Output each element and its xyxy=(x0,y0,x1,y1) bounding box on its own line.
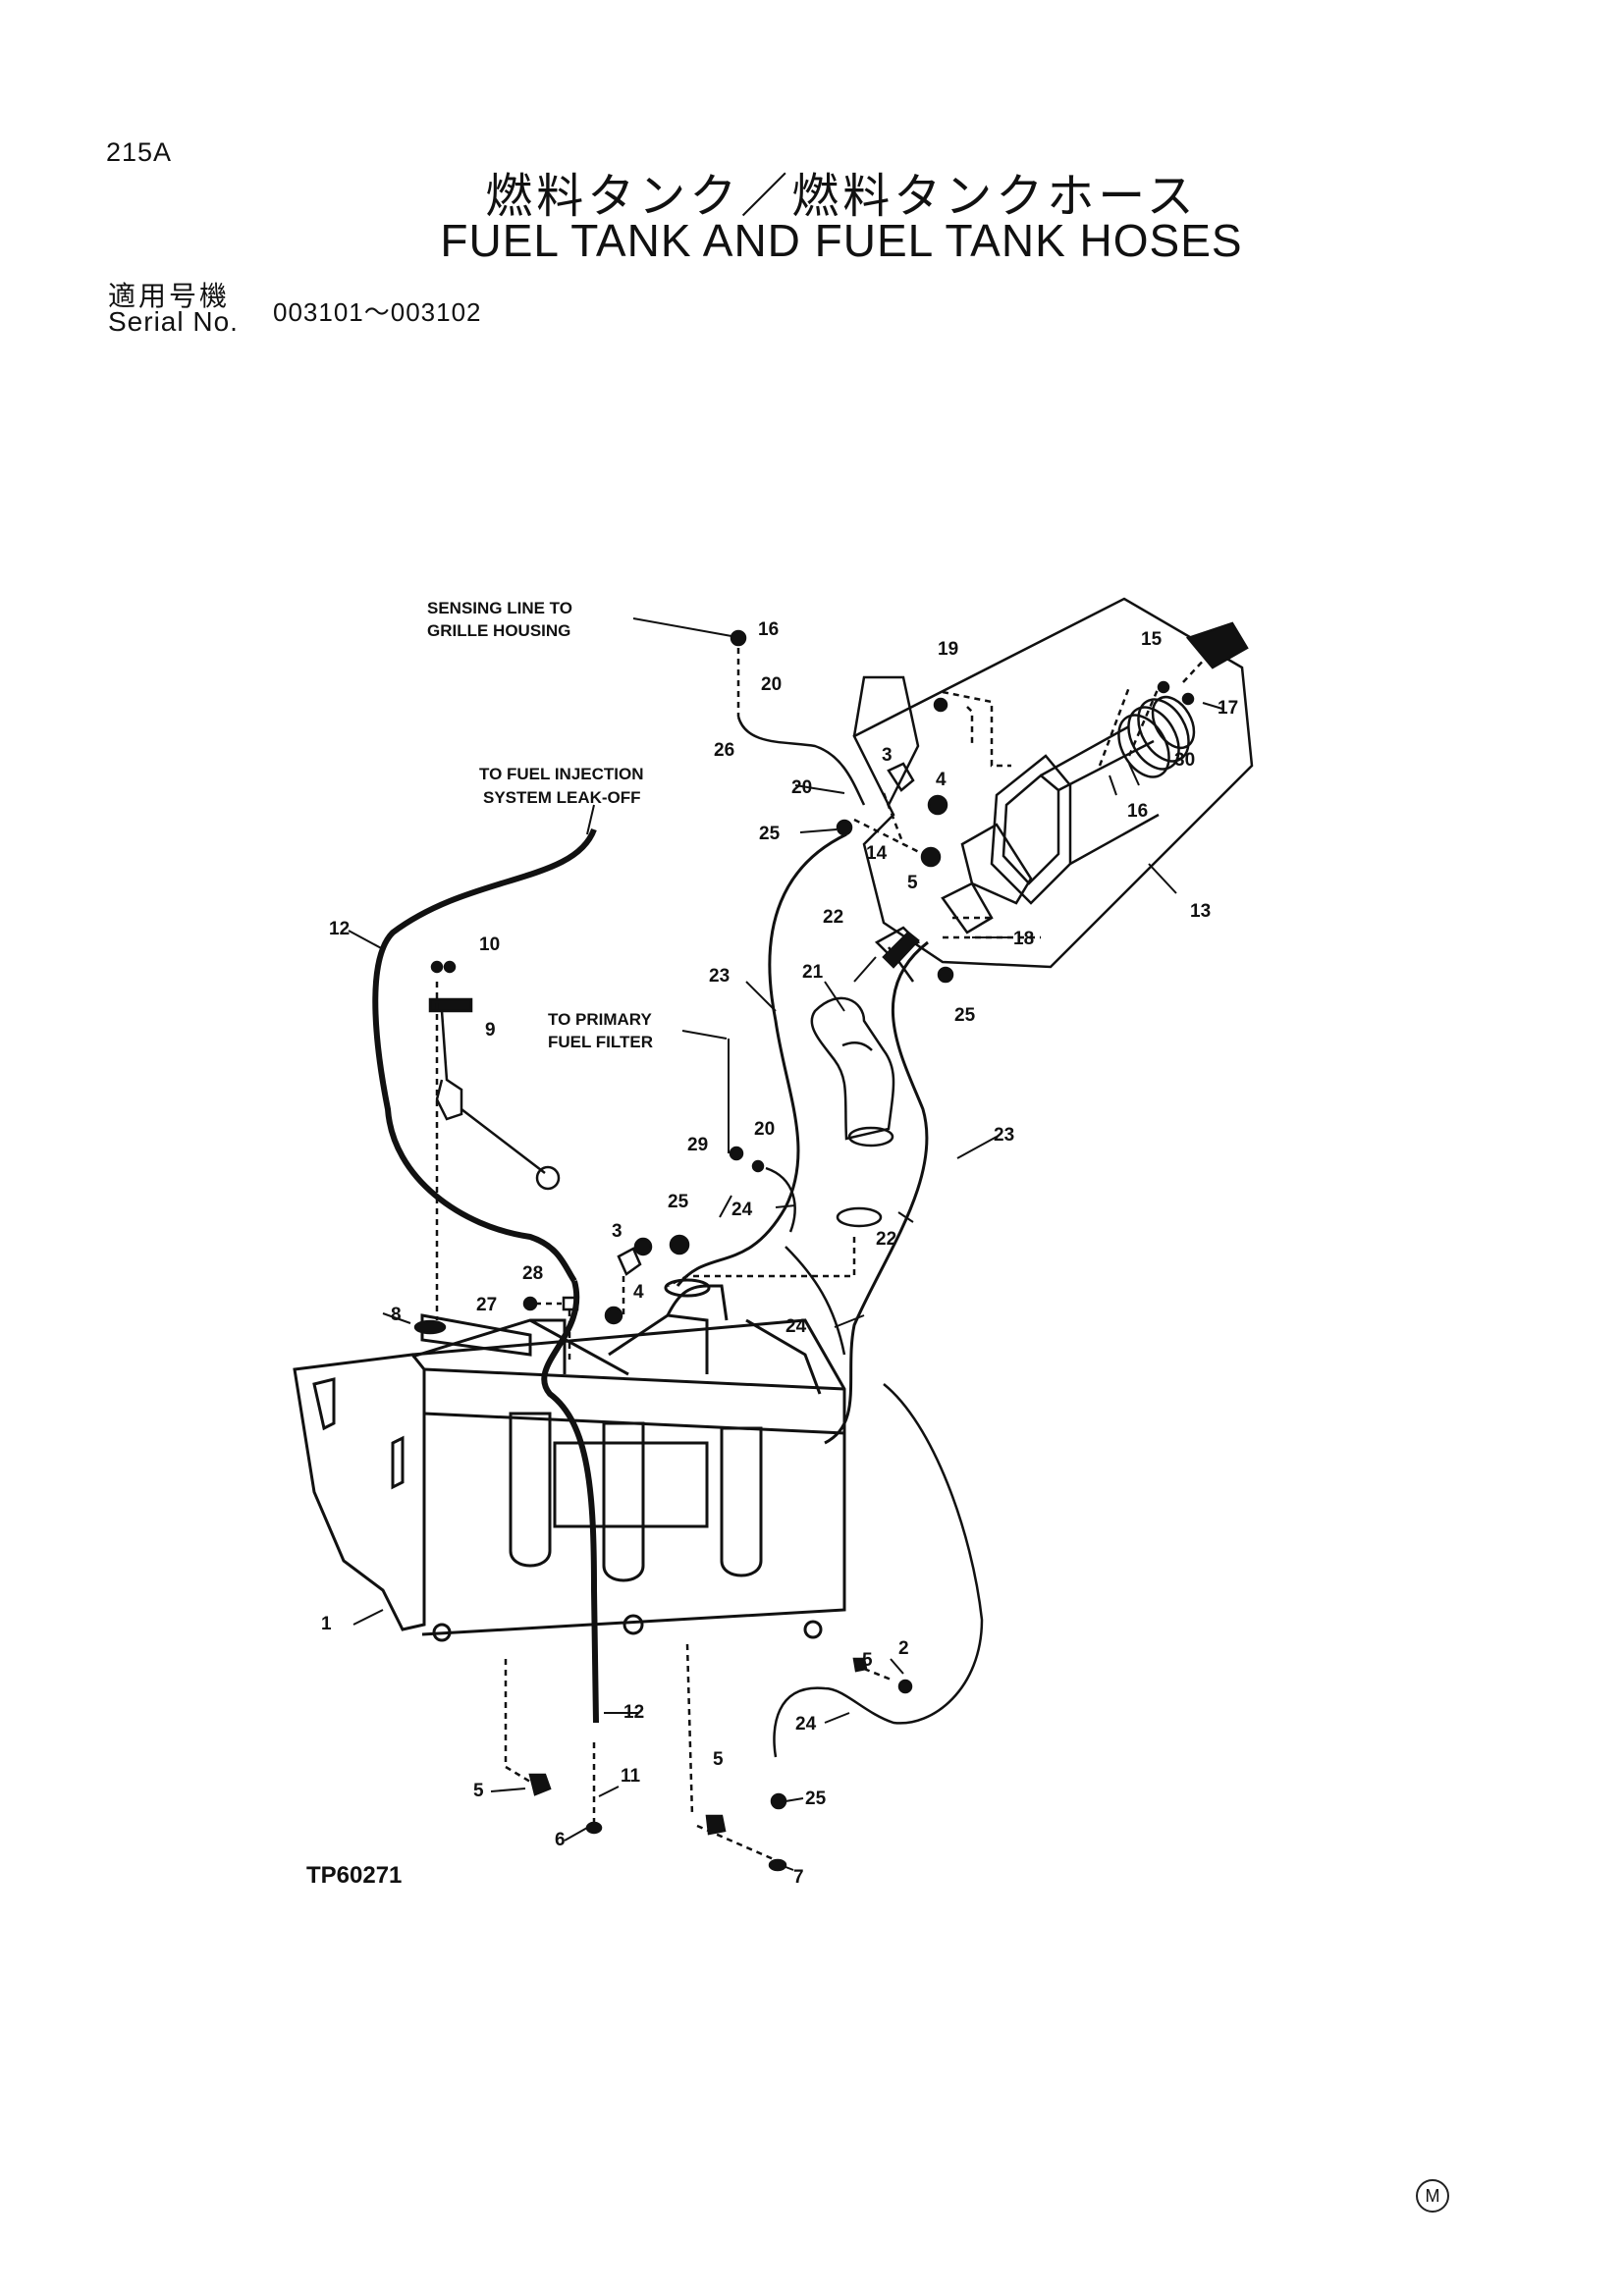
part-number: 15 xyxy=(1141,629,1163,650)
part-number: 2 xyxy=(898,1638,909,1659)
part-number: 5 xyxy=(713,1749,724,1770)
hose-23 xyxy=(676,832,929,1445)
serial-range: 003101～003102 xyxy=(273,297,482,327)
part-number: 20 xyxy=(761,674,782,695)
serial-label-japanese: 適用号機 xyxy=(108,280,231,312)
hose-24 xyxy=(667,1146,984,1758)
part-number: 22 xyxy=(876,1229,896,1250)
part-number: 22 xyxy=(823,907,843,928)
part-number: 12 xyxy=(329,919,350,939)
fuel-injection-label-1: TO FUEL INJECTION xyxy=(479,765,644,783)
part-number: 4 xyxy=(936,770,947,790)
filler-neck-assembly xyxy=(933,621,1249,939)
part-number: 18 xyxy=(1013,929,1034,949)
part-number: 21 xyxy=(802,962,824,983)
part-number: 5 xyxy=(862,1650,873,1671)
part-number: 25 xyxy=(805,1789,827,1809)
primary-filter-label-1: TO PRIMARY xyxy=(548,1010,652,1029)
part-number: 30 xyxy=(1174,750,1195,771)
part-number: 25 xyxy=(759,824,781,844)
page-number: 215A xyxy=(106,137,173,167)
part-number: 25 xyxy=(954,1005,976,1026)
mounting-hardware xyxy=(504,1643,913,1872)
part-number: 3 xyxy=(612,1221,623,1242)
title-japanese: 燃料タンク／燃料タンクホース xyxy=(485,169,1198,224)
part-number: 16 xyxy=(1127,801,1148,822)
part-number: 24 xyxy=(785,1316,807,1337)
part-number: 5 xyxy=(907,873,918,893)
part-number: 3 xyxy=(882,745,893,766)
part-number: 16 xyxy=(758,619,779,640)
part-number: 6 xyxy=(555,1830,566,1850)
part-number: 20 xyxy=(791,777,812,798)
fuel-tank xyxy=(293,1278,846,1642)
primary-filter-label-2: FUEL FILTER xyxy=(548,1033,653,1051)
part-number: 28 xyxy=(522,1263,543,1284)
part-number: 23 xyxy=(709,966,730,987)
part-number: 5 xyxy=(473,1781,484,1801)
part-number: 27 xyxy=(476,1295,497,1315)
figure-id: TP60271 xyxy=(306,1862,402,1889)
part-number: 8 xyxy=(391,1305,402,1325)
part-number: 25 xyxy=(668,1192,689,1212)
part-number: 13 xyxy=(1190,901,1211,922)
part-number: 26 xyxy=(714,740,734,761)
sensing-line xyxy=(632,617,866,806)
sensing-line-label-1: SENSING LINE TO xyxy=(427,599,572,617)
fuel-level-sender xyxy=(413,960,561,1335)
part-number: 19 xyxy=(938,639,958,660)
part-number: 17 xyxy=(1218,698,1238,719)
part-number: 14 xyxy=(866,843,888,864)
fuel-injection-label-2: SYSTEM LEAK-OFF xyxy=(483,788,641,807)
tank-top-fittings xyxy=(522,1234,690,1364)
part-number: 7 xyxy=(793,1867,804,1888)
part-number: 12 xyxy=(623,1702,644,1723)
serial-label-english: Serial No. xyxy=(108,306,239,337)
catalog-mark: M xyxy=(1416,2179,1449,2213)
housing-fittings xyxy=(836,762,954,984)
title-english: FUEL TANK AND FUEL TANK HOSES xyxy=(440,215,1243,266)
part-number: 23 xyxy=(994,1125,1014,1146)
part-number: 29 xyxy=(687,1135,708,1155)
part-number: 20 xyxy=(754,1119,775,1140)
elbow-21 xyxy=(810,931,920,1228)
part-number: 24 xyxy=(731,1200,753,1220)
part-number: 9 xyxy=(485,1020,496,1041)
part-number: 10 xyxy=(479,934,500,955)
part-number: 24 xyxy=(795,1714,817,1735)
part-number-labels: 16 20 19 15 17 30 16 13 26 3 4 20 25 14 … xyxy=(321,619,1238,1888)
sensing-line-label-2: GRILLE HOUSING xyxy=(427,621,570,640)
part-number: 11 xyxy=(621,1766,641,1787)
part-number: 1 xyxy=(321,1614,332,1634)
part-number: 4 xyxy=(633,1282,644,1303)
leader-lines xyxy=(348,637,1223,1871)
